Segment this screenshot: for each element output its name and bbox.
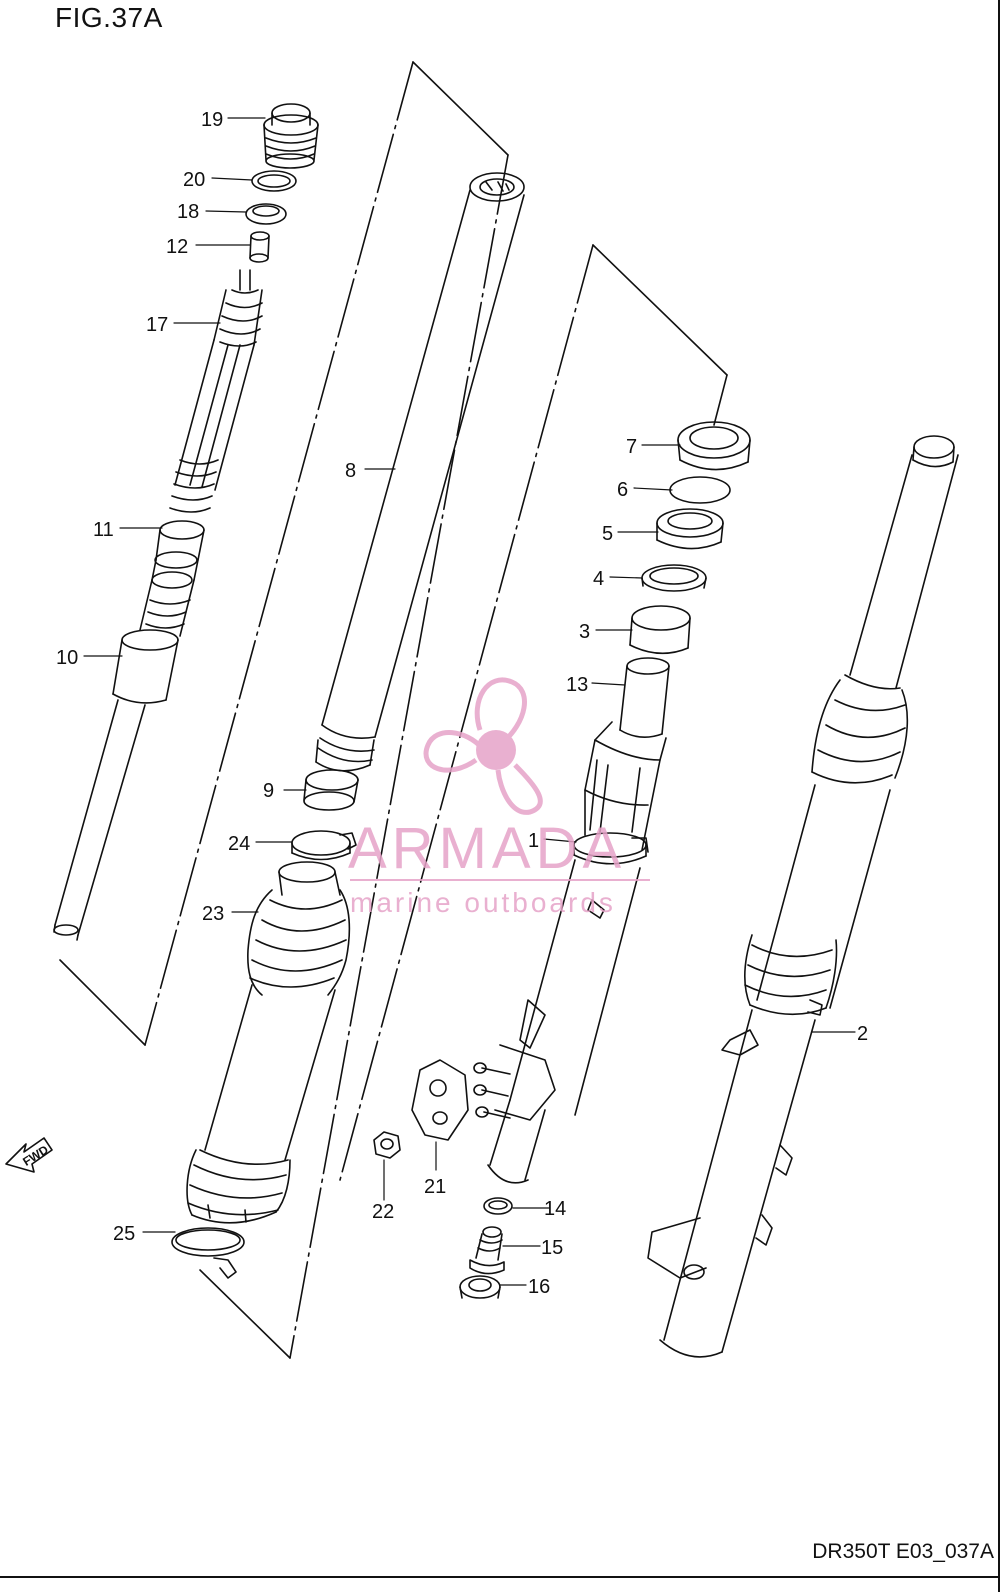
callout-8: 8: [345, 460, 356, 482]
part-22-nut: [373, 1131, 401, 1159]
part-14-gasket: [483, 1197, 513, 1215]
figure-title: FIG.37A: [55, 2, 163, 33]
callout-18: 18: [177, 201, 199, 223]
part-20-o-ring: [251, 170, 297, 192]
part-10-damper-rod: [53, 579, 195, 941]
callout-1: 1: [528, 830, 539, 852]
part-1-cylinder: [509, 721, 667, 1116]
figure-code: DR350T E03_037A: [812, 1540, 994, 1563]
callout-11: 11: [93, 519, 114, 541]
part-8-inner-tube: [315, 172, 525, 772]
frame-right-border: [998, 0, 1000, 1592]
propeller-logo-icon: [423, 677, 543, 815]
callout-19: 19: [201, 109, 223, 131]
part-19-cap-bolt: [263, 103, 319, 169]
part-15-bolt: [469, 1226, 505, 1275]
part-25-lower-clamp: [171, 1227, 245, 1279]
watermark-tagline: marine outboards: [350, 887, 616, 918]
callout-4: 4: [593, 568, 604, 590]
part-3-slide-bushing: [629, 605, 691, 655]
part-13-oil-lock-piece: [619, 657, 670, 738]
part-24-clamp: [291, 830, 357, 861]
callout-5: 5: [602, 523, 613, 545]
callout-2: 2: [857, 1023, 868, 1045]
leader-lines: [83, 117, 856, 1286]
part-17-spring: [169, 269, 263, 513]
callout-25: 25: [113, 1223, 135, 1245]
callout-10: 10: [56, 647, 78, 669]
armada-watermark: ARMADA marine outboards: [348, 677, 650, 918]
callout-15: 15: [541, 1237, 563, 1259]
callout-16: 16: [528, 1276, 550, 1298]
part-9-guide-bushing: [303, 769, 359, 811]
forward-arrow-icon: FWD: [5, 1137, 53, 1173]
part-18-washer: [245, 203, 287, 225]
part-5-oil-seal: [656, 508, 724, 550]
callout-24: 24: [228, 833, 250, 855]
frame-bottom-border: [0, 1576, 1000, 1578]
callout-23: 23: [202, 903, 224, 925]
callout-22: 22: [372, 1201, 394, 1223]
callout-7: 7: [626, 436, 637, 458]
part-12-spacer: [249, 231, 270, 263]
part-4-washer: [641, 564, 707, 592]
part-6-stopper-ring: [669, 476, 731, 504]
callout-6: 6: [617, 479, 628, 501]
watermark-brand: ARMADA: [348, 816, 626, 881]
part-7-dust-seal: [677, 421, 751, 471]
part-21-axle-holder: [411, 999, 556, 1184]
callout-13: 13: [566, 674, 588, 696]
callout-9: 9: [263, 780, 274, 802]
part-16-seal-washer: [459, 1275, 501, 1299]
callout-17: 17: [146, 314, 168, 336]
callout-numbers: 19 20 18 12 17 8 11 10 7 6 5 4 3 13 9 24…: [56, 109, 868, 1298]
part-2-outer-tube: [647, 435, 959, 1358]
part-23-fork-boot: [186, 861, 351, 1224]
callout-3: 3: [579, 621, 590, 643]
callout-21: 21: [424, 1176, 446, 1198]
callout-20: 20: [183, 169, 205, 191]
callout-14: 14: [544, 1198, 566, 1220]
group-outline-slider: [339, 244, 728, 1181]
callout-12: 12: [166, 236, 188, 258]
group-outline-inner-tube: [59, 61, 509, 1359]
part-11-rebound-spring: [145, 520, 205, 629]
